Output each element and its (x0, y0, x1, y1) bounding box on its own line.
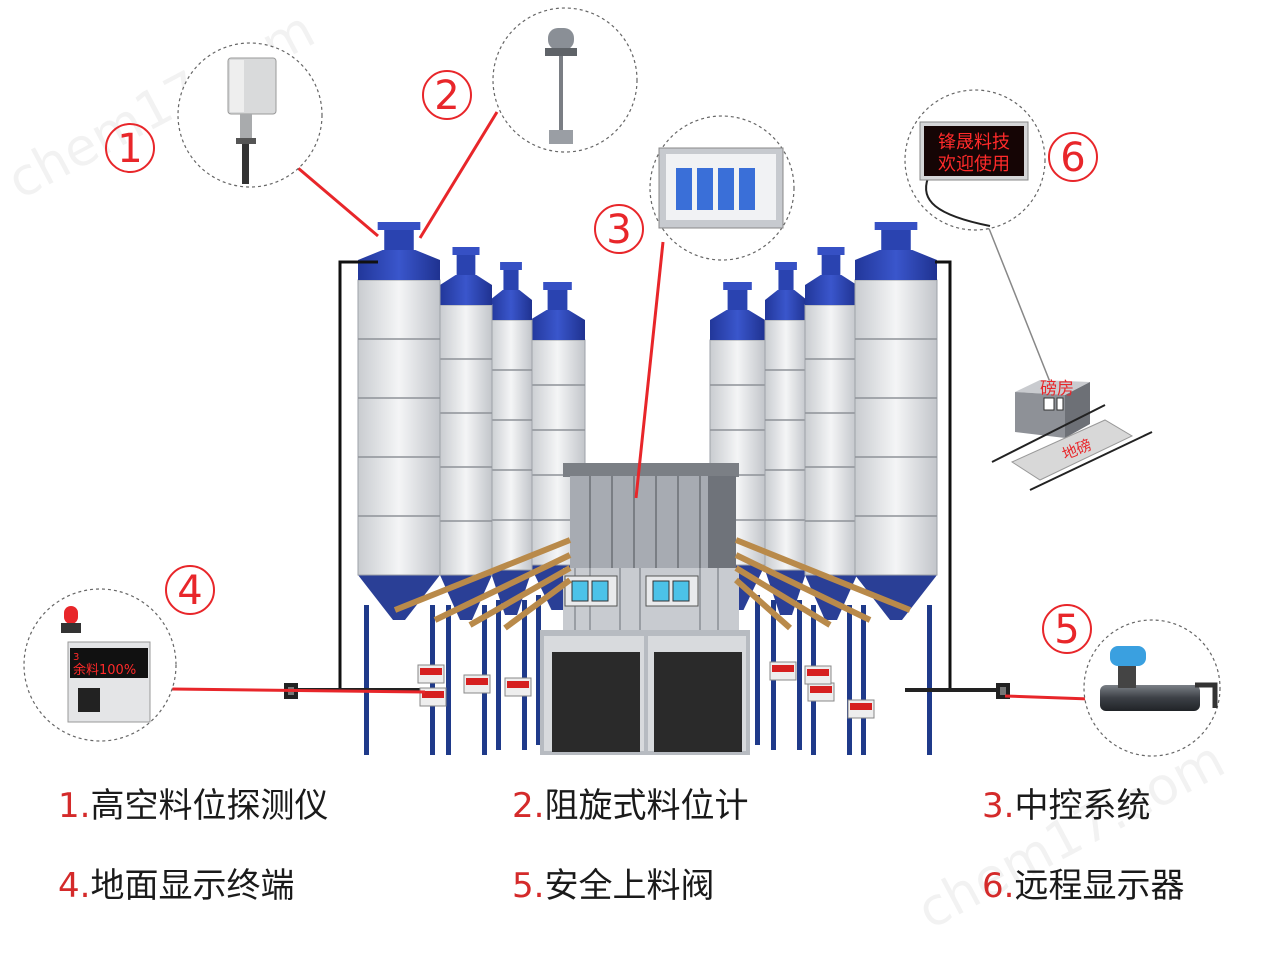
legend-text-3: 中控系统 (1014, 786, 1151, 826)
legend-item-6: 6.远程显示器 (982, 866, 1184, 906)
silo-left-3-legs (496, 600, 527, 750)
callout-number-5: 5 (1054, 607, 1079, 653)
silo-left-1-body (357, 279, 441, 576)
weighbridge-house: 磅房 地磅 (991, 379, 1153, 491)
silo-left-1-cap (384, 228, 414, 250)
terminal-readout: 余料100% (73, 662, 136, 678)
silo-right-1-roof (855, 250, 937, 280)
silo-left-2-roof (440, 275, 492, 305)
silo-display-7 (847, 699, 875, 719)
callout-3 (649, 115, 795, 261)
silo-left-3-cap (503, 268, 519, 290)
callout-2 (492, 7, 638, 153)
weighbridge-house-label: 磅房 (1040, 379, 1074, 399)
silo-left-4-roof (530, 310, 585, 340)
terminal-prefix: 3 (73, 652, 79, 663)
callout-number-2: 2 (434, 73, 459, 119)
callout-numbers: 1 2 3 4 5 6 (105, 70, 1098, 654)
silo-display-6 (807, 682, 835, 702)
silo-left-4-cap (547, 288, 568, 310)
callout-number-3: 3 (606, 207, 631, 253)
silo-right-4-roof (710, 310, 765, 340)
legend-num-4: 4. (58, 866, 91, 906)
watermark-right: chem17.com (908, 730, 1235, 942)
feed-pipes (338, 260, 952, 690)
legend-text-1: 高空料位探测仪 (90, 786, 329, 826)
silo-display-5 (769, 661, 797, 681)
silo-left-1-hopper (358, 575, 440, 620)
legend-text-6: 远程显示器 (1014, 866, 1185, 906)
silo-display-4 (419, 687, 447, 707)
silo-display-2 (463, 674, 491, 694)
led-line-1: 锋晟料技 (938, 132, 1010, 153)
callout-number-4: 4 (177, 568, 202, 614)
leader-lines (171, 111, 1091, 701)
silo-right-4-cap (727, 288, 748, 310)
legend-num-3: 3. (982, 786, 1015, 826)
legend-item-1: 1.高空料位探测仪 (58, 786, 328, 826)
silo-right-2-body (804, 304, 858, 576)
legend-num-6: 6. (982, 866, 1015, 906)
led-line-2: 欢迎使用 (938, 154, 1010, 175)
silo-display-8 (804, 665, 832, 685)
legend-item-4: 4.地面显示终端 (58, 866, 294, 906)
silo-display-3 (504, 677, 532, 697)
legend-num-5: 5. (512, 866, 545, 906)
legend-text-4: 地面显示终端 (90, 866, 295, 906)
callout-4: 3 余料100% (23, 588, 177, 742)
callout-6: 锋晟料技 欢迎使用 (904, 89, 1046, 231)
silo-left-2-body (439, 304, 493, 576)
legend-text-5: 安全上料阀 (544, 866, 715, 906)
legend-num-1: 1. (58, 786, 91, 826)
legend-item-2: 2.阻旋式料位计 (512, 786, 748, 826)
callout-5 (1083, 619, 1221, 757)
leader-line-6 (987, 225, 1051, 383)
silo-right-3-body (764, 319, 808, 571)
legend-num-2: 2. (512, 786, 545, 826)
callout-number-1: 1 (117, 126, 142, 172)
silo-right-2-cap (821, 253, 841, 275)
silo-right-3-cap (778, 268, 794, 290)
silo-right-1-legs (861, 605, 932, 755)
control-building (540, 463, 750, 755)
silo-right-1-hopper (855, 575, 937, 620)
silo-display-1 (417, 664, 445, 684)
conveyors (393, 537, 912, 631)
callout-1 (177, 42, 323, 188)
legend-item-3: 3.中控系统 (982, 786, 1150, 826)
silo-right-3-roof (765, 290, 807, 320)
silo-right-2-roof (805, 275, 857, 305)
silo-left-3-body (489, 319, 533, 571)
silo-right-1-cap (881, 228, 911, 250)
silo-left-3-roof (490, 290, 532, 320)
silo-right-1-body (854, 279, 938, 576)
silo-left-1-roof (358, 250, 440, 280)
silo-displays (417, 661, 875, 719)
callout-number-6: 6 (1060, 135, 1085, 181)
legend-text-2: 阻旋式料位计 (544, 786, 749, 826)
silo-left-2-cap (456, 253, 476, 275)
legend-item-5: 5.安全上料阀 (512, 866, 714, 906)
